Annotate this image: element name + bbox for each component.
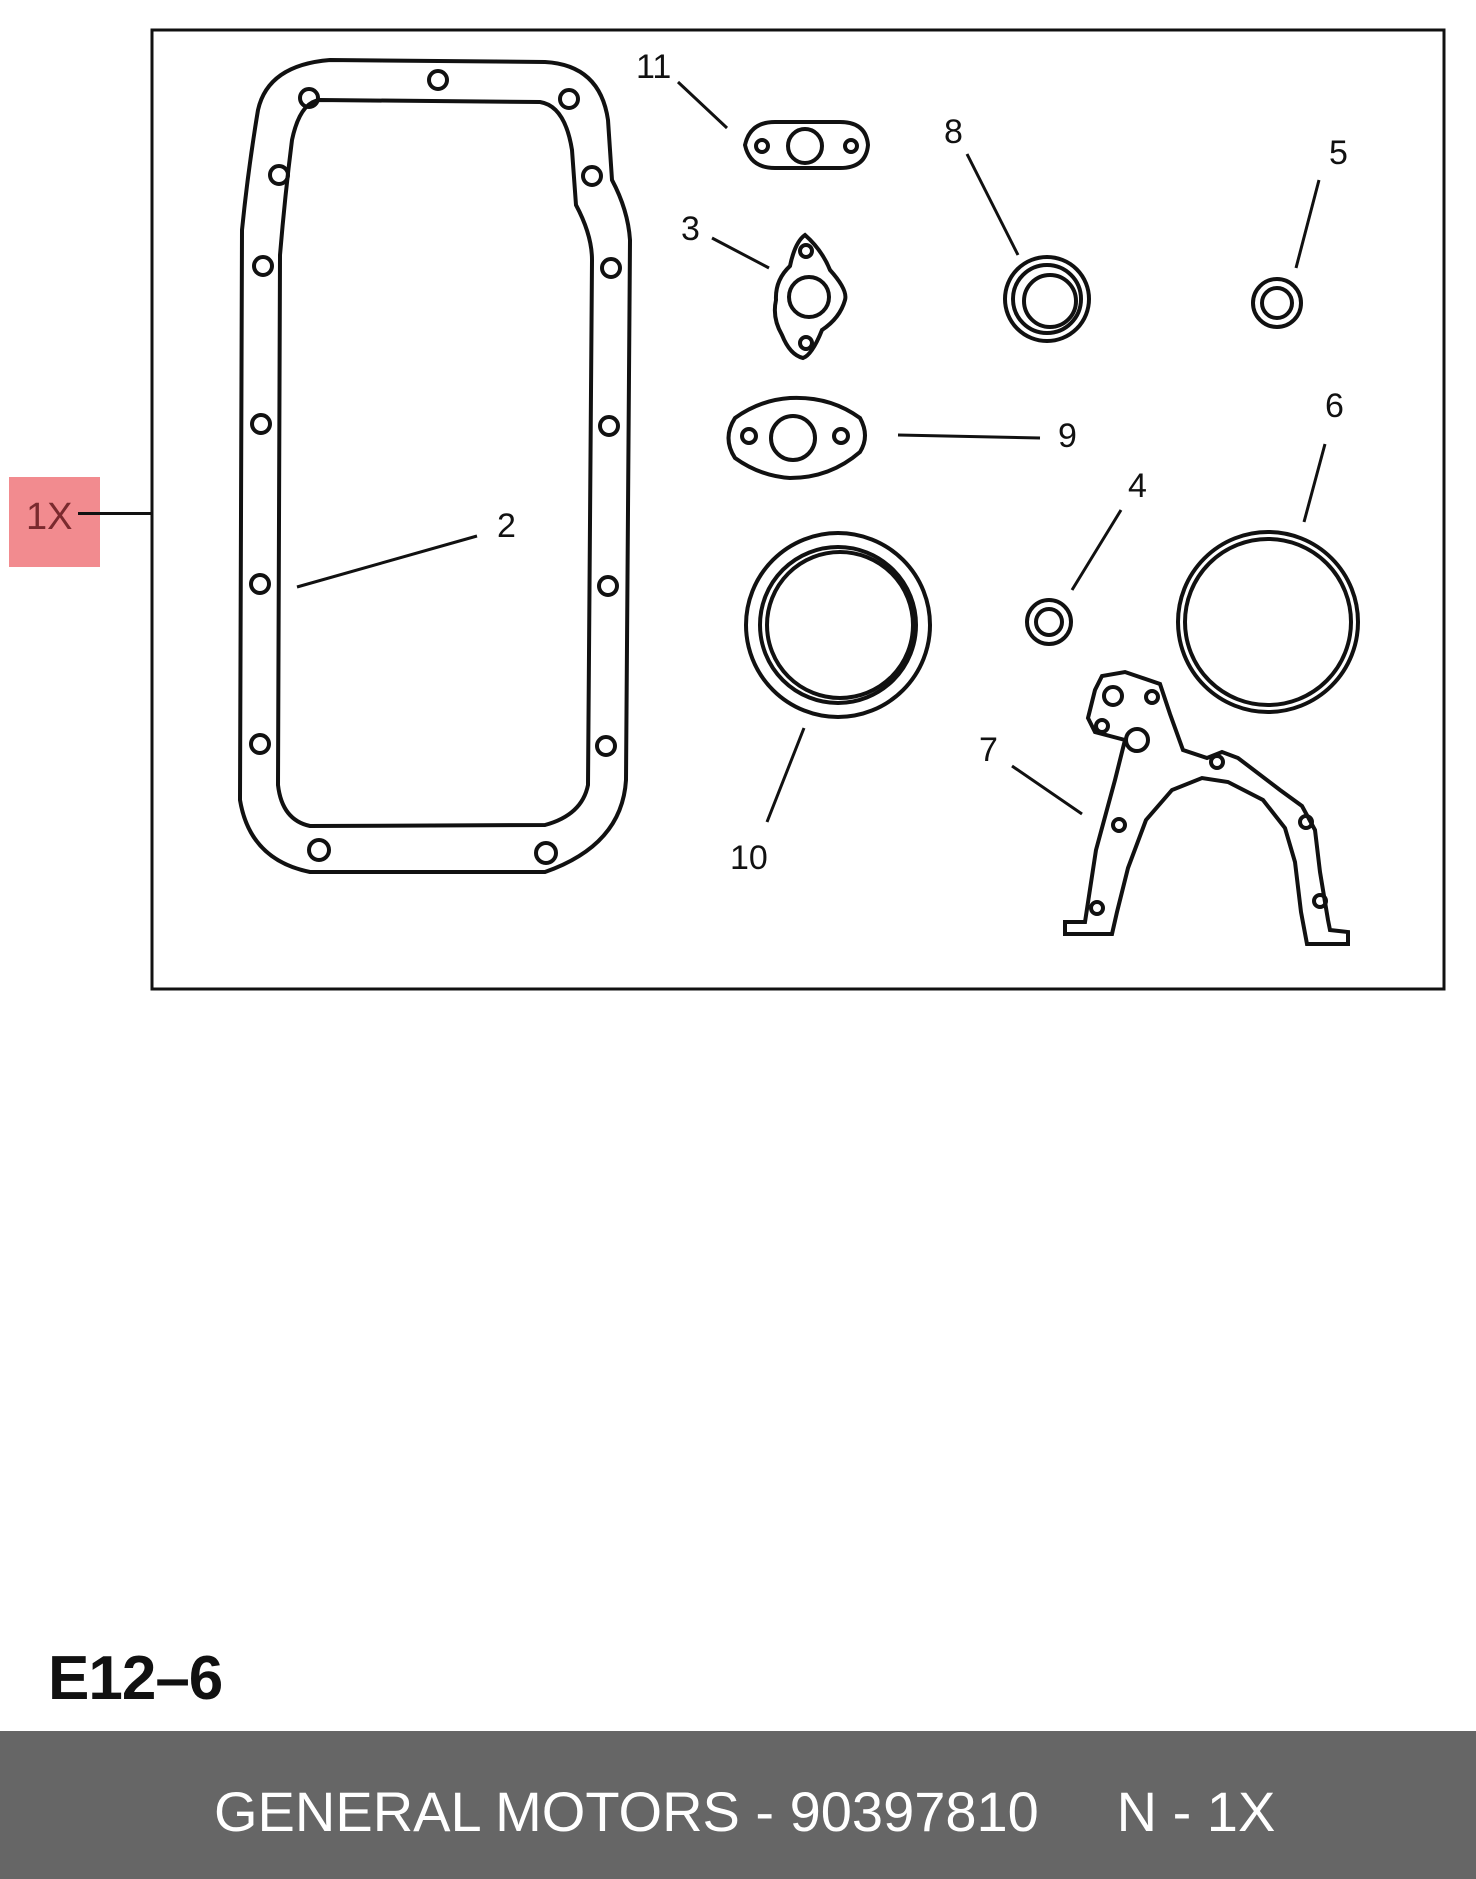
callout-7: 7: [979, 731, 998, 769]
footer-bar: [0, 1731, 1476, 1879]
footer-part-info: GENERAL MOTORS - 90397810 N - 1X: [214, 1780, 1276, 1843]
callout-6: 6: [1325, 387, 1344, 425]
flange-gasket-11: [742, 120, 871, 170]
callout-9: 9: [1058, 417, 1077, 455]
callout-4: 4: [1128, 467, 1147, 505]
oil-pan-gasket: [237, 57, 633, 874]
callout-3: 3: [681, 210, 700, 248]
rear-cover-gasket-7: [1063, 669, 1350, 946]
o-ring-6: [1176, 530, 1360, 714]
oval-gasket-9: [726, 395, 867, 481]
hotspot-leader-line: [78, 512, 152, 515]
callout-10: 10: [730, 839, 768, 877]
seal-10: [744, 531, 932, 719]
callout-11: 11: [636, 48, 671, 86]
parts-diagram: 11 8 5 3 9 6 2 4 7 10: [150, 28, 1446, 991]
callout-2: 2: [497, 507, 516, 545]
diamond-gasket-3: [772, 232, 848, 361]
diagram-code: E12–6: [48, 1644, 223, 1713]
seal-5: [1251, 277, 1303, 329]
diagram-frame: [150, 28, 1446, 991]
hotspot-1x-label: 1X: [26, 496, 73, 538]
leader-lines: [296, 80, 1327, 823]
seal-8: [1003, 255, 1091, 343]
callout-5: 5: [1329, 134, 1348, 172]
hotspot-1x[interactable]: [9, 477, 100, 567]
callout-8: 8: [944, 113, 963, 151]
seal-4: [1025, 598, 1073, 646]
